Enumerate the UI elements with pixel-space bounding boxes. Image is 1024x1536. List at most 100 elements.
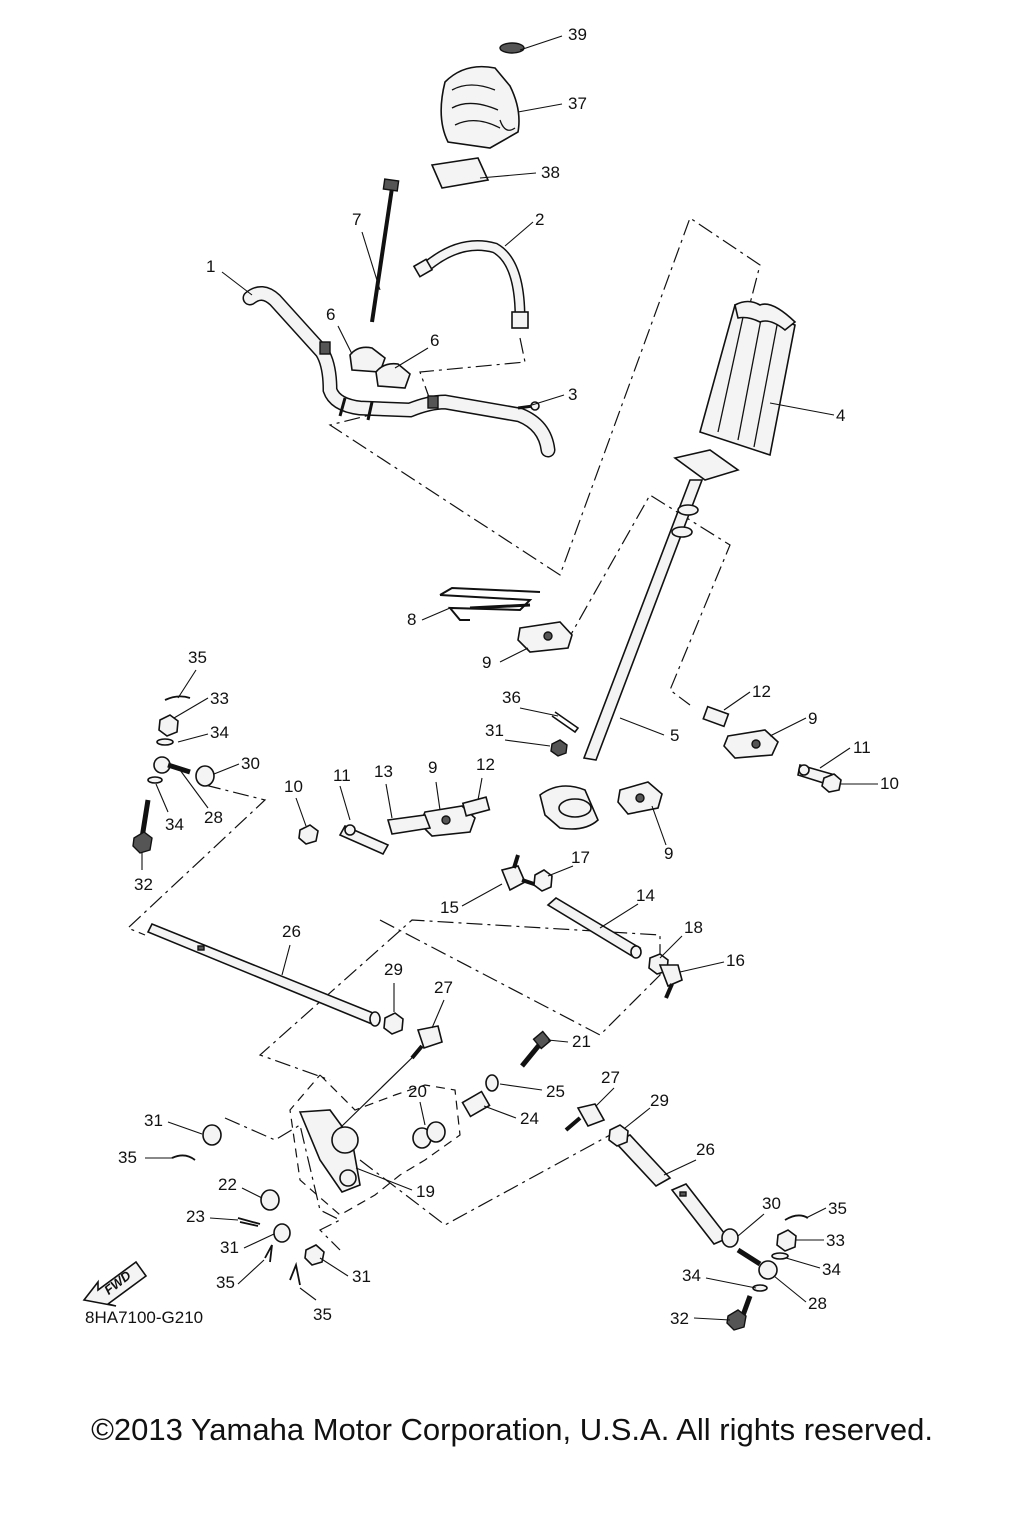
collar-12-right [702,705,730,728]
throttle-cable-2 [412,240,529,329]
boundary-steering-arm [289,1074,461,1216]
callout-c18: 18 [684,918,703,937]
leader-line-c28b [773,1275,807,1303]
leader-line-c10a [295,797,307,827]
callout-c7: 7 [352,210,361,229]
handlebar-1 [242,286,556,458]
callout-c39: 39 [568,25,587,44]
boundary-upper [328,217,761,576]
washer-34-left-top [156,738,174,746]
leader-line-c31c [243,1233,275,1249]
callout-c28b: 28 [808,1294,827,1313]
leader-line-c20 [419,1101,426,1126]
callout-c30b: 30 [762,1194,781,1213]
joint-9-upper [517,621,573,653]
leader-line-c34b [155,783,169,813]
cotter-pin-35-right [784,1214,809,1221]
callout-c2: 2 [535,210,544,229]
leader-line-c4 [769,402,835,416]
leader-line-c34d [705,1277,757,1289]
column-pad-4 [699,300,797,457]
callout-c33b: 33 [826,1231,845,1250]
callout-c27a: 27 [434,978,453,997]
nut-31-column [550,739,568,757]
leader-line-c27b [595,1087,615,1107]
nut-33-right [776,1229,797,1252]
callout-c9c: 9 [808,709,817,728]
callout-c38: 38 [541,163,560,182]
nut-10-right [821,773,842,793]
bolt-7 [370,178,400,323]
leader-line-c18 [659,935,683,959]
callout-c32a: 32 [134,875,153,894]
cotter-pin-36 [551,711,580,734]
handlebar-holder-6 [349,346,411,389]
tie-rod-end-15 [500,854,541,892]
callout-c9a: 9 [482,653,491,672]
leader-line-c3 [531,394,565,406]
cotter-pin-35-left [171,1154,196,1161]
bolt-32-left [132,799,153,854]
callout-c19: 19 [416,1182,435,1201]
callout-c31b: 31 [144,1111,163,1130]
tie-rod-end-28-right [736,1247,778,1280]
leader-line-c21 [547,1039,569,1043]
callout-c35b: 35 [118,1148,137,1167]
callout-c36: 36 [502,688,521,707]
bushing-30-left [195,765,215,787]
cotter-pin-23 [237,1217,261,1227]
leader-line-c30b [737,1213,765,1237]
callout-c21: 21 [572,1032,591,1051]
leader-line-c31a [504,739,551,747]
callout-c22: 22 [218,1175,237,1194]
boundary-left-rod [126,784,267,936]
boundary-column [564,494,731,706]
callout-c32b: 32 [670,1309,689,1328]
nut-29-right [608,1124,629,1147]
bracket-8 [439,586,541,621]
callout-c26b: 26 [696,1140,715,1159]
leader-line-c37 [517,103,563,113]
steering-arm-19 [298,1049,421,1193]
leader-line-c30a [213,763,240,775]
callout-c25: 25 [546,1082,565,1101]
fwd-arrow-icon: FWD [82,1260,148,1307]
callout-c3: 3 [568,385,577,404]
callout-c10b: 10 [880,774,899,793]
bushing-31-left [202,1124,222,1146]
leader-line-c6a [337,325,353,355]
leader-line-c31d [319,1257,349,1277]
callout-c27b: 27 [601,1068,620,1087]
callout-c9b: 9 [428,758,437,777]
leader-line-c33a [173,697,209,719]
callout-c34c: 34 [822,1260,841,1279]
callout-c14: 14 [636,886,655,905]
leader-line-c34c [785,1257,821,1269]
bolt-21 [520,1030,552,1068]
diagram-code: 8HA7100-G210 [85,1308,203,1327]
callout-c6a: 6 [326,305,335,324]
leader-line-c24 [483,1105,517,1119]
leader-line-c22 [241,1187,263,1199]
screw-3 [517,401,540,411]
callout-c31d: 31 [352,1267,371,1286]
leader-line-c2 [504,221,534,247]
callout-c20: 20 [408,1082,427,1101]
callout-c5: 5 [670,726,679,745]
collar-12-middle [461,796,491,817]
callout-c23: 23 [186,1207,205,1226]
leader-line-c31b [167,1121,203,1135]
leader-line-c5 [619,717,665,736]
leader-line-c12a [477,777,483,801]
rod-end-27-right [564,1103,606,1132]
tie-rod-26-left [146,922,381,1027]
copyright-notice: ©2013 Yamaha Motor Corporation, U.S.A. A… [91,1412,933,1447]
washer-34-right-top [771,1252,789,1260]
bearing-20 [412,1121,446,1149]
callout-c11a: 11 [333,766,351,785]
leader-line-c35a [177,669,197,699]
callout-c17: 17 [571,848,590,867]
leader-line-c13 [385,783,393,819]
leader-line-c19 [355,1167,413,1191]
leader-line-c8 [421,607,451,621]
